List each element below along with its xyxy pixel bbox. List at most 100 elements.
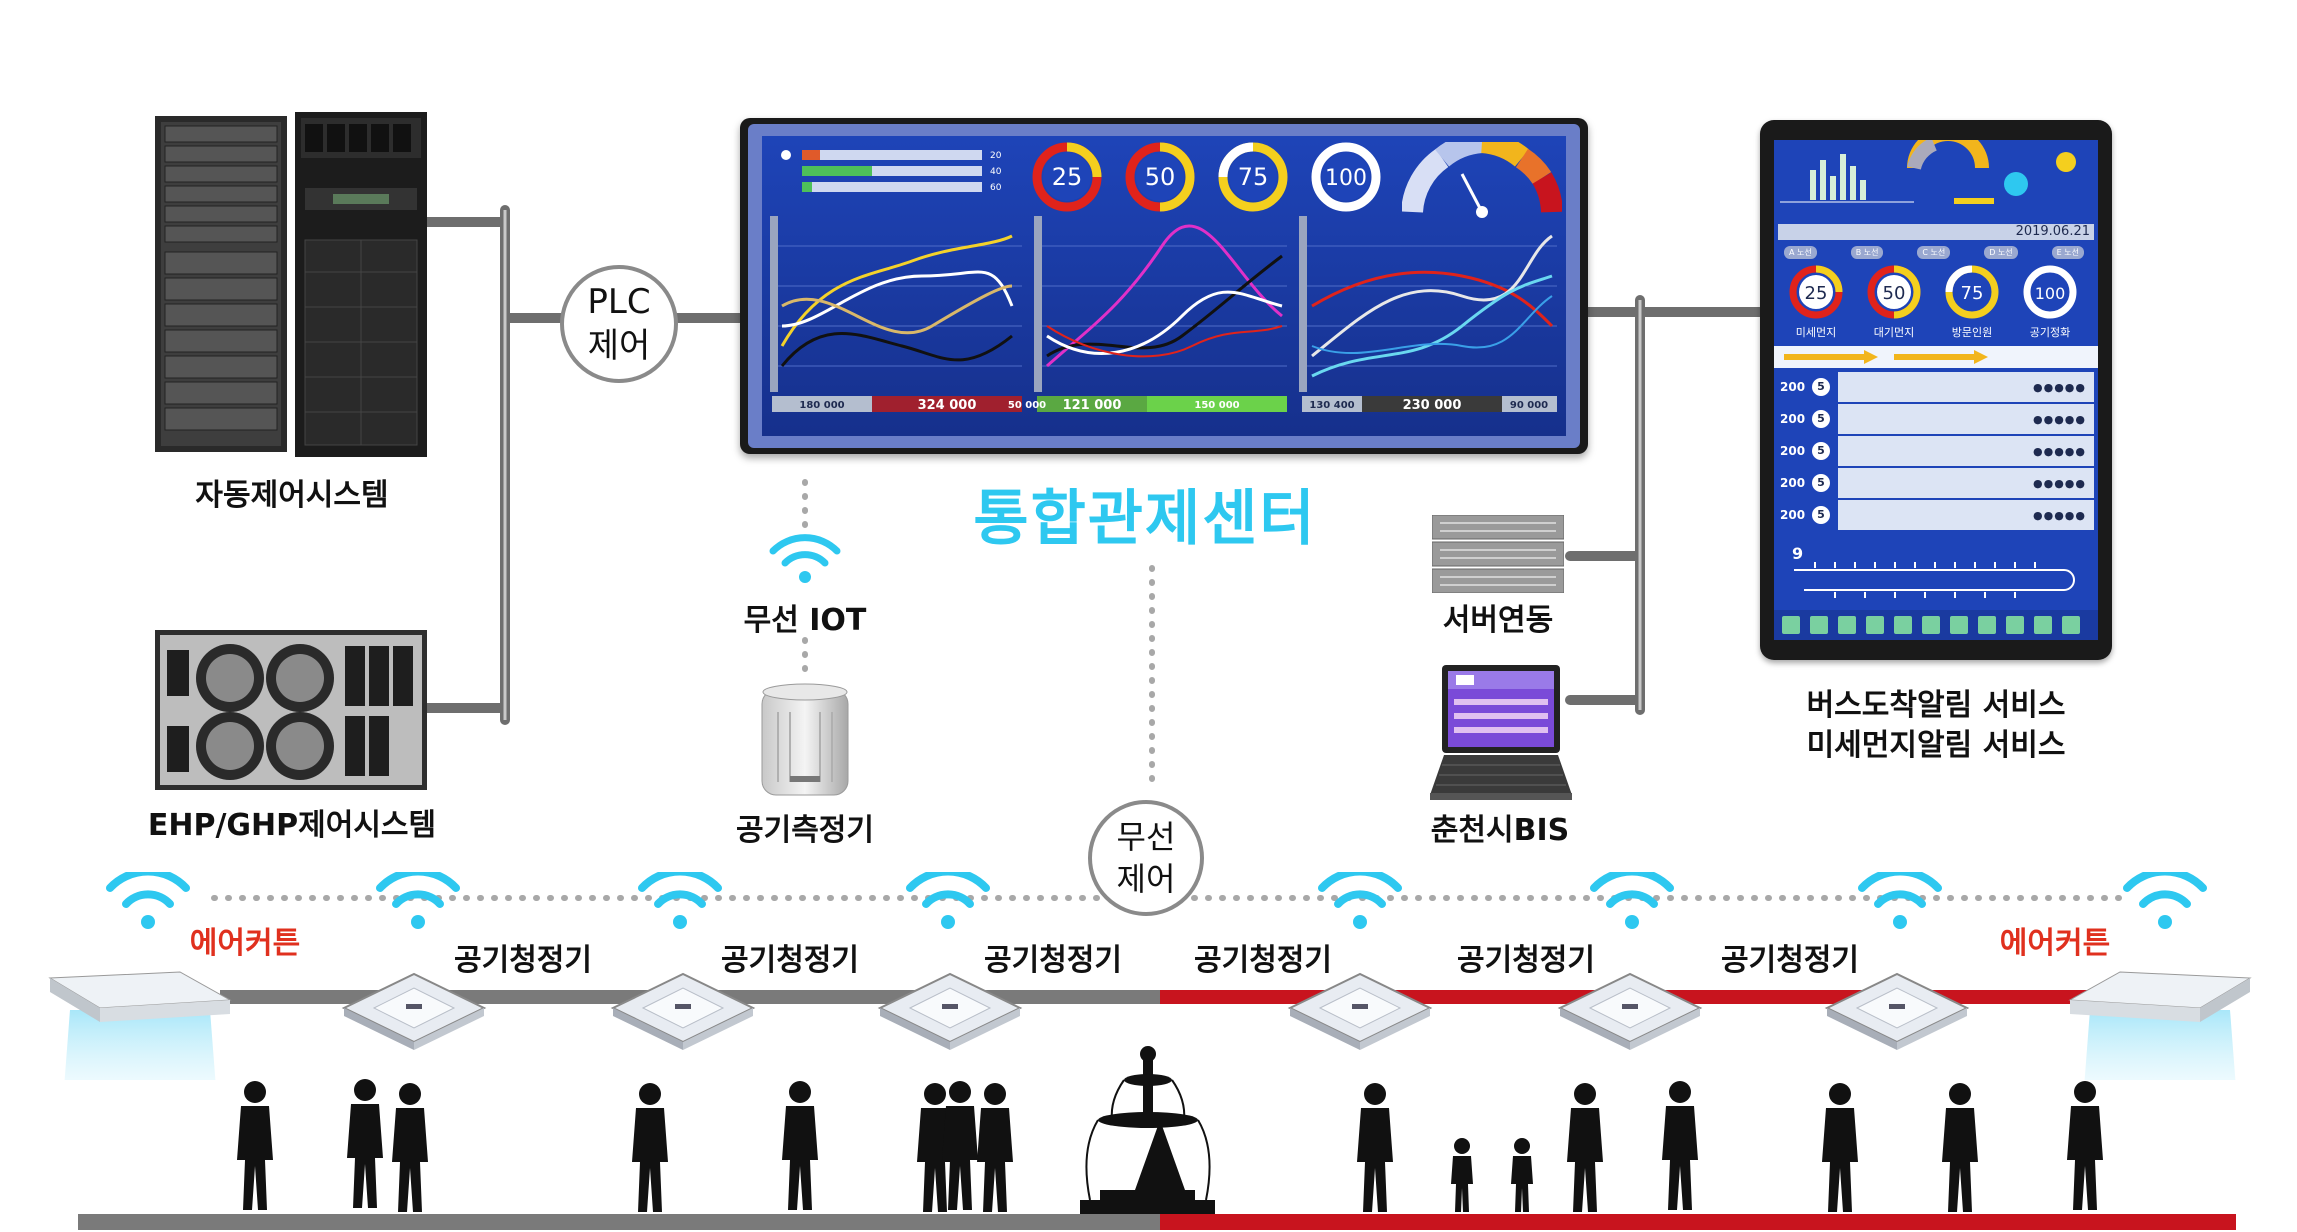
bus-number: 200 [1778, 380, 1812, 394]
service-label-1: 버스도착알림 서비스 [1807, 680, 2066, 724]
wifi-icon [910, 872, 986, 929]
wifi-icon [642, 872, 718, 929]
footer-value-4: 121 000 [1063, 398, 1122, 412]
plc-label-line1: PLC [587, 280, 650, 324]
bar-scale-3: 60 [990, 180, 1001, 196]
bis-label: 춘천시BIS [1431, 805, 1569, 849]
wifi-icon [1594, 872, 1670, 929]
tablet-screen: 2019.06.21 A 노선 B 노선 C 노선 D 노선 E 노선 25 5… [1774, 140, 2098, 640]
tablet-arrow-bar [1774, 346, 2098, 368]
fountain-silhouette [1080, 1046, 1215, 1214]
control-center-title: 통합관제센터 [973, 470, 1316, 557]
tablet-gauge-25: 25 [1805, 283, 1828, 304]
bus-status-dots: ●●●●● [2033, 381, 2086, 394]
bus-row: 200 5 ●●●●● [1778, 468, 2094, 498]
tablet-gauge-75: 75 [1961, 283, 1984, 304]
air-purifier-unit [344, 974, 484, 1050]
bus-arrival-list: 200 5 ●●●●● 200 5 ●●●●● 200 5 ●●●●● 200 … [1778, 372, 2094, 532]
gauge-text-25: 25 [1052, 163, 1083, 191]
air-purifier-unit [880, 974, 1020, 1050]
air-purifier-unit [1827, 974, 1967, 1050]
tablet-gauge-label-3: 방문인원 [1952, 324, 1992, 340]
auto-control-label: 자동제어시스템 [195, 470, 388, 514]
tablet-gauge-50: 50 [1883, 283, 1906, 304]
tablet-gauge-label-4: 공기정화 [2030, 324, 2070, 340]
dashboard-screen: 20 40 60 25 50 75 [762, 136, 1566, 436]
wifi-icon [765, 525, 845, 585]
tab-route-a[interactable]: A 노선 [1784, 246, 1817, 259]
child-silhouette [1451, 1138, 1473, 1212]
bus-row: 200 5 ●●●●● [1778, 372, 2094, 402]
person-silhouette [1942, 1083, 1978, 1212]
plc-label-line2: 제어 [588, 324, 651, 368]
tablet-top-widgets [1774, 140, 2098, 228]
gauge-text-100: 100 [1325, 166, 1367, 191]
air-curtain-label-left: 에어커튼 [190, 918, 300, 962]
child-silhouette [1511, 1138, 1533, 1212]
air-purifier-unit [1290, 974, 1430, 1050]
floor-red [1160, 1214, 2236, 1230]
bis-laptop-image [1430, 665, 1572, 800]
person-silhouette [977, 1083, 1013, 1212]
bus-eta: 5 [1812, 506, 1830, 524]
speedometer-gauge [1402, 142, 1562, 222]
footer-value-6: 130 400 [1309, 400, 1354, 411]
pedestrians-silhouettes [0, 1040, 2297, 1232]
bar-scale-1: 20 [990, 148, 1001, 164]
wireless-iot-label: 무선 IOT [744, 595, 867, 639]
tablet-gauge-label-1: 미세먼지 [1796, 324, 1836, 340]
person-silhouette [782, 1081, 818, 1210]
gauge-text-75: 75 [1238, 163, 1269, 191]
footer-value-2: 324 000 [918, 398, 977, 412]
person-silhouette [1662, 1081, 1698, 1210]
bus-number: 200 [1778, 476, 1812, 490]
air-purifier-unit [1560, 974, 1700, 1050]
air-meter-device [760, 682, 850, 797]
rack-server-image [155, 112, 427, 457]
bus-number: 200 [1778, 412, 1812, 426]
control-center-monitor: 20 40 60 25 50 75 [740, 118, 1588, 454]
air-purifier-unit [613, 974, 753, 1050]
footer-value-1: 180 000 [799, 400, 844, 411]
tab-route-d[interactable]: D 노선 [1984, 246, 2017, 259]
footer-value-5: 150 000 [1194, 400, 1239, 411]
wifi-icon [2127, 872, 2203, 929]
bus-status-dots: ●●●●● [2033, 477, 2086, 490]
bus-number: 200 [1778, 444, 1812, 458]
bus-eta: 5 [1812, 474, 1830, 492]
route-map [1774, 550, 2098, 610]
tablet-date: 2019.06.21 [2016, 224, 2090, 240]
person-silhouette [632, 1083, 668, 1212]
person-silhouette [1567, 1083, 1603, 1212]
server-unit-image [1432, 515, 1564, 593]
person-silhouette [392, 1083, 428, 1212]
wifi-icon [1322, 872, 1398, 929]
person-silhouette [2067, 1081, 2103, 1210]
tablet-tabs: A 노선 B 노선 C 노선 D 노선 E 노선 [1784, 246, 2084, 259]
tab-route-e[interactable]: E 노선 [2052, 246, 2084, 259]
tablet-gauge-100: 100 [2035, 284, 2066, 303]
dashboard-progress-bars [772, 146, 1022, 206]
tab-route-c[interactable]: C 노선 [1917, 246, 1950, 259]
floor-gray [78, 1214, 1160, 1230]
person-silhouette [347, 1079, 383, 1208]
person-silhouette [1357, 1083, 1393, 1212]
air-curtain-label-right: 에어커튼 [2000, 918, 2110, 962]
bus-number: 200 [1778, 508, 1812, 522]
wifi-icon [110, 872, 186, 929]
bus-row: 200 5 ●●●●● [1778, 404, 2094, 434]
bus-status-dots: ●●●●● [2033, 413, 2086, 426]
dashboard-line-charts: 180 000 324 000 50 000 121 000 150 000 1… [762, 216, 1566, 412]
wifi-icon [1862, 872, 1938, 929]
bus-row: 200 5 ●●●●● [1778, 500, 2094, 530]
ehp-ghp-unit-image [155, 630, 427, 790]
wireless-control-line1: 무선 [1117, 816, 1176, 858]
person-silhouette [237, 1081, 273, 1210]
wifi-row [0, 872, 2297, 942]
tab-route-b[interactable]: B 노선 [1851, 246, 1884, 259]
bus-eta: 5 [1812, 378, 1830, 396]
server-link-label: 서버연동 [1443, 595, 1553, 639]
bus-eta: 5 [1812, 442, 1830, 460]
tablet-gauges: 25 50 75 100 [1774, 262, 2098, 324]
bus-status-dots: ●●●●● [2033, 509, 2086, 522]
